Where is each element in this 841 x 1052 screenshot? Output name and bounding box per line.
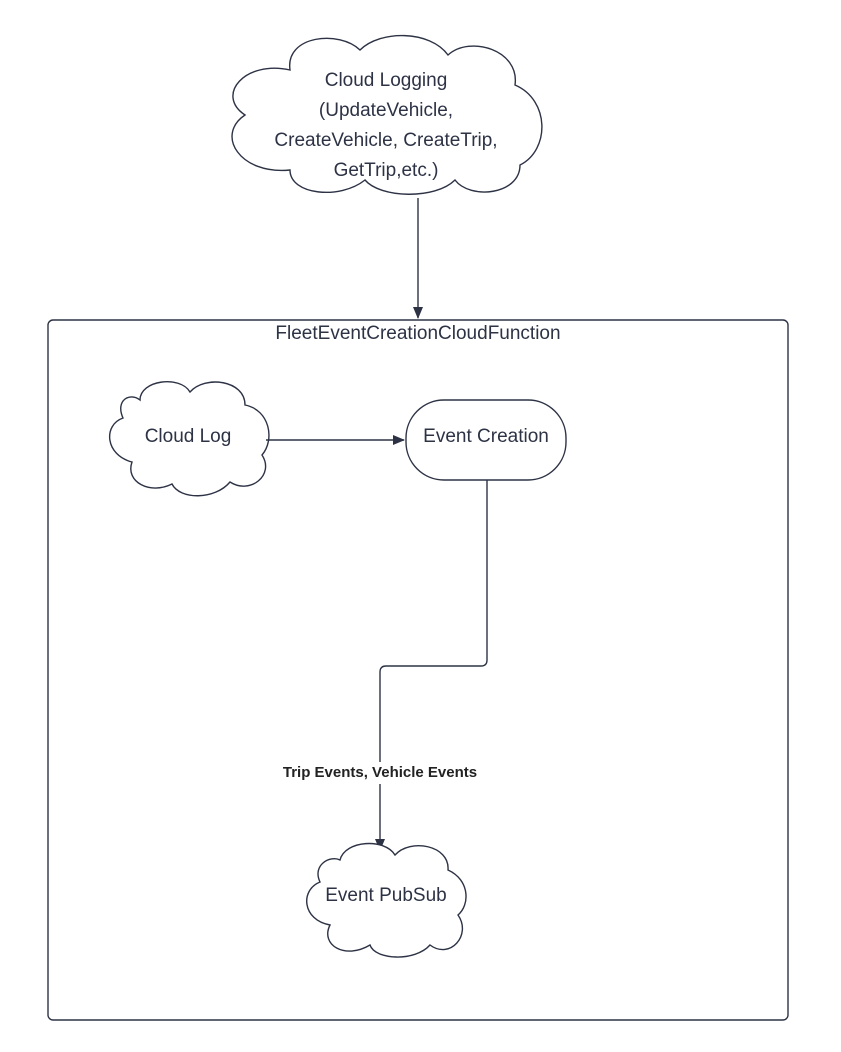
- edge-label-trip-vehicle-events: Trip Events, Vehicle Events: [282, 764, 478, 781]
- cloud-logging-line-4: GetTrip,etc.): [333, 160, 439, 181]
- cloud-logging-label: Cloud Logging (UpdateVehicle, CreateVehi…: [236, 66, 536, 186]
- frame-title: FleetEventCreationCloudFunction: [275, 323, 561, 344]
- event-pubsub-shape[interactable]: [306, 842, 467, 958]
- edge-label-mask: [262, 762, 498, 784]
- event-pubsub-label: Event PubSub: [325, 885, 447, 906]
- cloud-logging-line-2: (UpdateVehicle,: [318, 100, 454, 121]
- cloud-logging-shape[interactable]: [231, 34, 543, 195]
- cloud-logging-line-3: CreateVehicle, CreateTrip,: [274, 130, 498, 151]
- fleet-function-frame[interactable]: [47, 319, 789, 1021]
- cloud-logging-line-1: Cloud Logging: [324, 70, 448, 91]
- cloud-log-shape[interactable]: [108, 381, 270, 497]
- cloud-log-label: Cloud Log: [144, 426, 232, 447]
- event-creation-shape[interactable]: [405, 399, 567, 481]
- event-creation-label: Event Creation: [423, 426, 549, 447]
- edge-creation-to-pubsub: [375, 480, 488, 851]
